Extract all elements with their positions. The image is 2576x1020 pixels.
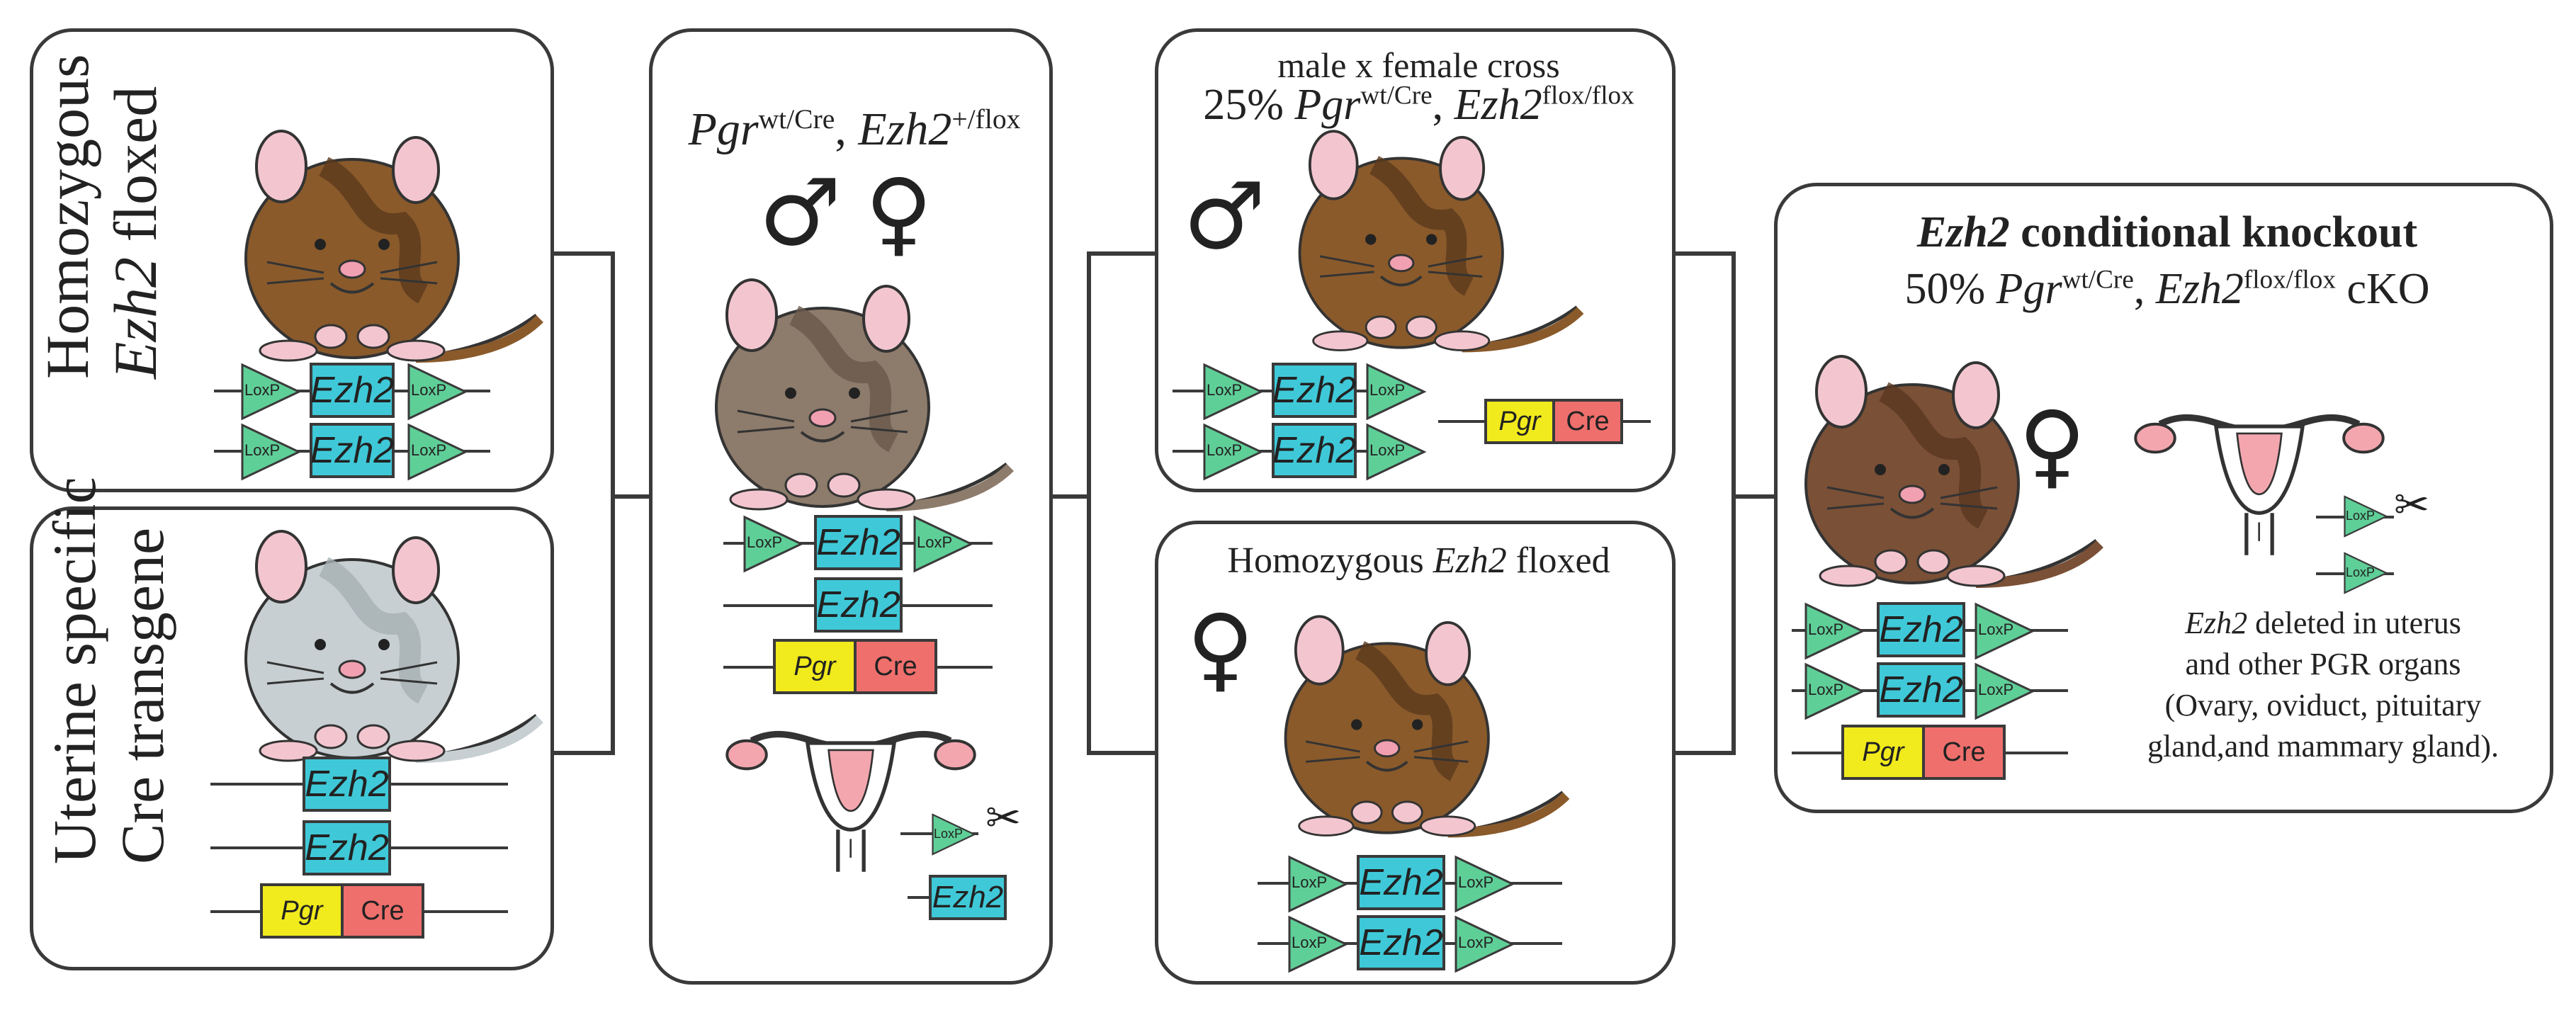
female-symbol-icon: ♀	[1187, 594, 1255, 702]
title-line1: Homozygous	[33, 54, 101, 379]
genotype-label: Pgrwt/Cre, Ezh2+/flox	[688, 103, 1021, 155]
loxp-label: LoxP	[1369, 381, 1406, 399]
loxp-label: LoxP	[1458, 934, 1494, 951]
pgr-box: Pgr	[260, 883, 344, 939]
desc-line2: and other PGR organs	[2185, 647, 2461, 681]
ezh2-box: Ezh2	[310, 423, 395, 478]
ezh2-box: Ezh2	[303, 756, 391, 812]
panel-het-parent: Pgrwt/Cre, Ezh2+/flox ♂ ♀ LoxP Ezh2 LoxP…	[649, 28, 1053, 985]
loxp-label: LoxP	[1369, 441, 1406, 459]
cre-box: Cre	[1922, 725, 2006, 780]
ezh2-box: Ezh2	[1272, 423, 1357, 478]
uterus-icon	[2132, 399, 2387, 562]
genotype-label: 25% Pgrwt/Cre, Ezh2flox/flox	[1203, 81, 1634, 129]
connector-line	[551, 251, 615, 256]
loxp-label: LoxP	[2346, 565, 2376, 579]
loxp-label: LoxP	[917, 533, 953, 551]
panel-homozygous-floxed: Homozygous Ezh2 floxed LoxP Ezh2 LoxP Lo…	[30, 28, 554, 492]
panel-heading: Homozygous Ezh2 floxed	[1227, 540, 1610, 581]
loxp-label: LoxP	[934, 827, 964, 841]
panel-cross-female: Homozygous Ezh2 floxed ♀ LoxP Ezh2 LoxP …	[1155, 521, 1676, 985]
panel-title: Ezh2 conditional knockout	[1916, 208, 2418, 256]
loxp-label: LoxP	[411, 441, 447, 459]
cre-box: Cre	[854, 639, 937, 694]
panel-title: Homozygous Ezh2 floxed	[33, 54, 175, 379]
loxp-label: LoxP	[1808, 620, 1844, 638]
title-line2: Ezh2 floxed	[101, 86, 169, 379]
loxp-label: LoxP	[1292, 873, 1328, 891]
loxp-label: LoxP	[411, 381, 447, 399]
cre-box: Cre	[341, 883, 424, 939]
ezh2-box: Ezh2	[1357, 915, 1445, 970]
ezh2-box: Ezh2	[1877, 662, 1965, 718]
connector-line	[1672, 251, 1736, 256]
ezh2-box: Ezh2	[303, 820, 391, 876]
cre-box: Cre	[1552, 399, 1623, 444]
loxp-label: LoxP	[244, 381, 281, 399]
mouse-icon	[1279, 609, 1576, 854]
desc-line1: Ezh2 deleted in uterus	[2185, 606, 2461, 640]
ezh2-box: Ezh2	[814, 577, 903, 633]
loxp-label: LoxP	[1808, 681, 1844, 698]
connector-line	[1087, 251, 1158, 256]
pgr-box: Pgr	[1484, 399, 1555, 444]
cross-heading: male x female cross	[1277, 45, 1560, 85]
panel-cre-transgene: Uterine specific Cre transgene Ezh2 Ezh2…	[30, 477, 554, 970]
loxp-label: LoxP	[1292, 934, 1328, 951]
panel-conditional-knockout: Ezh2 conditional knockout 50% Pgrwt/Cre,…	[1774, 183, 2553, 813]
knockout-description: Ezh2 deleted in uterus and other PGR org…	[2103, 603, 2543, 767]
loxp-label: LoxP	[2346, 509, 2376, 523]
panel-cross-male: male x female cross 25% Pgrwt/Cre, Ezh2f…	[1155, 28, 1676, 492]
male-symbol-icon: ♂	[1183, 162, 1266, 270]
loxp-label: LoxP	[1978, 681, 2014, 698]
loxp-label: LoxP	[1207, 381, 1243, 399]
panel-title: Uterine specific Cre transgene	[40, 477, 182, 864]
title-line2: Cre transgene	[108, 527, 176, 864]
desc-line4: gland,and mammary gland).	[2147, 729, 2499, 764]
male-symbol-icon: ♂	[759, 159, 842, 266]
ezh2-box: Ezh2	[929, 875, 1007, 920]
scissors-icon: ✂	[985, 793, 1022, 843]
pgr-box: Pgr	[1841, 725, 1925, 780]
connector-line	[1087, 751, 1158, 755]
ezh2-box: Ezh2	[1357, 855, 1445, 910]
connector-line	[611, 494, 653, 499]
mouse-icon	[239, 524, 550, 779]
loxp-label: LoxP	[1458, 873, 1494, 891]
loxp-label: LoxP	[1978, 620, 2014, 638]
mouse-icon	[1293, 124, 1591, 368]
ezh2-box: Ezh2	[1272, 363, 1357, 418]
desc-line3: (Ovary, oviduct, pituitary	[2164, 688, 2482, 722]
connector-line	[1732, 494, 1774, 499]
ezh2-box: Ezh2	[1877, 602, 1965, 657]
connector-line	[1049, 494, 1091, 499]
connector-line	[551, 751, 615, 755]
loxp-label: LoxP	[1207, 441, 1243, 459]
connector-line	[1732, 251, 1736, 755]
ezh2-box: Ezh2	[814, 515, 903, 570]
connector-line	[1672, 751, 1736, 755]
connector-line	[611, 251, 615, 755]
genotype-label: 50% Pgrwt/Cre, Ezh2flox/flox cKO	[1904, 265, 2430, 313]
pgr-box: Pgr	[773, 639, 857, 694]
mouse-icon	[239, 124, 550, 379]
scissors-icon: ✂	[2394, 480, 2430, 530]
female-symbol-icon: ♀	[2018, 391, 2086, 499]
loxp-label: LoxP	[747, 533, 783, 551]
loxp-label: LoxP	[244, 441, 281, 459]
mouse-icon	[709, 273, 1021, 528]
title-line1: Uterine specific	[40, 477, 108, 864]
connector-line	[1087, 251, 1091, 755]
female-symbol-icon: ♀	[865, 159, 933, 266]
ezh2-box: Ezh2	[310, 363, 395, 418]
